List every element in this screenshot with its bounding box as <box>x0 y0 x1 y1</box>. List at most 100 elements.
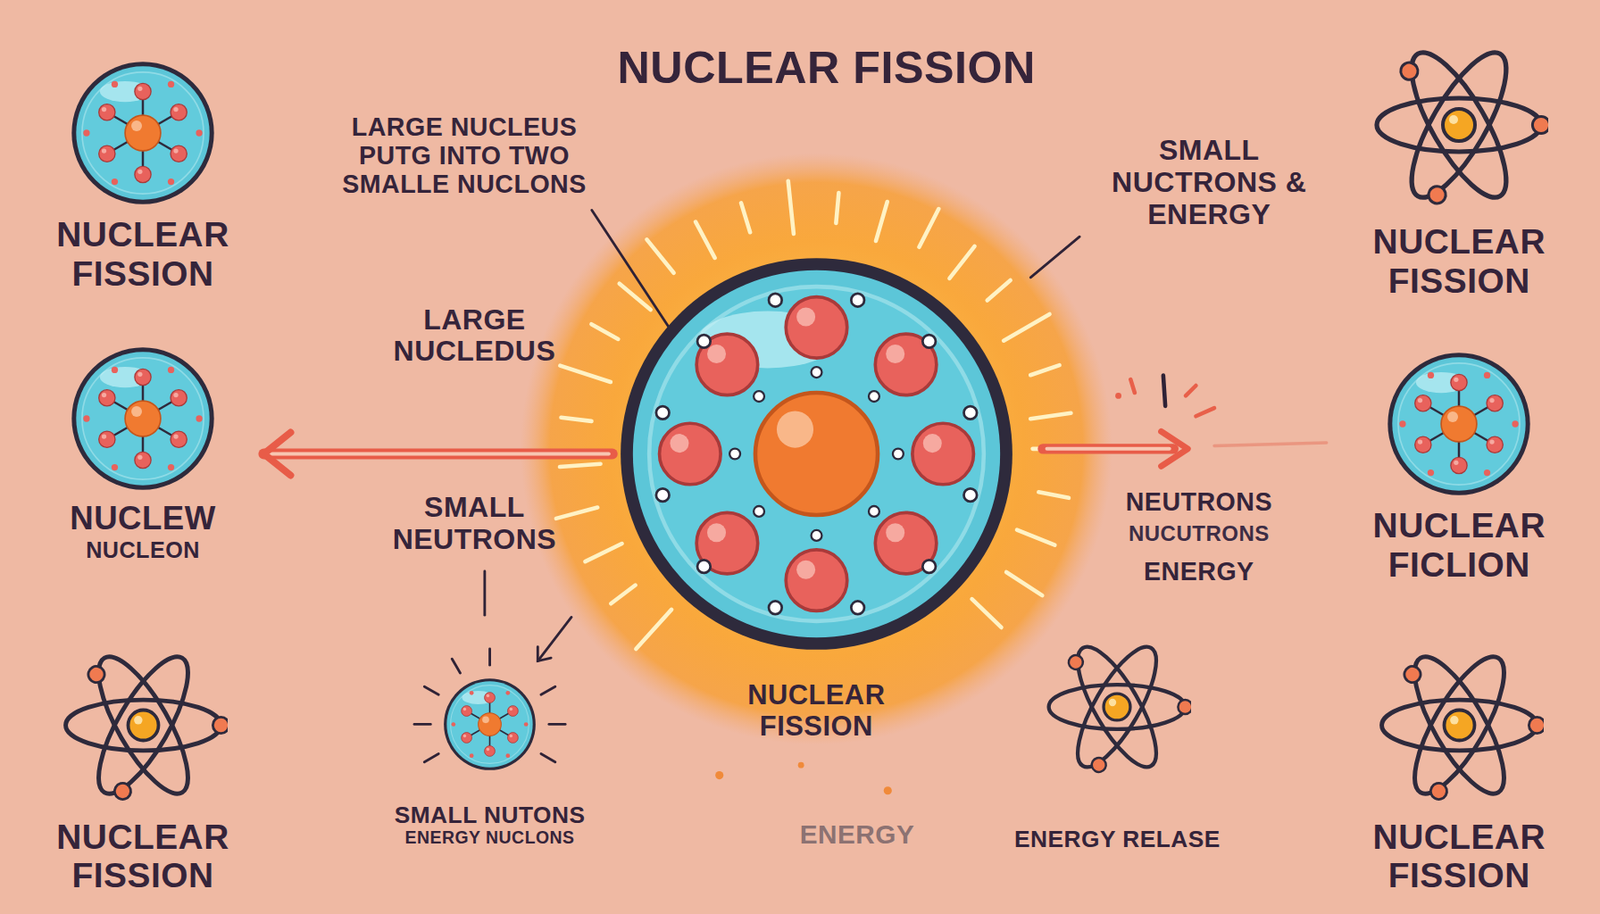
art-shape <box>1415 395 1432 412</box>
callout-label: ENERGY <box>775 819 940 850</box>
art-shape <box>414 723 431 726</box>
art-shape <box>1375 641 1544 810</box>
art-shape <box>508 732 519 743</box>
art-shape <box>1427 372 1434 379</box>
art-shape <box>1003 314 1050 342</box>
nucleus-node: NUCLEWNUCLEON <box>25 344 261 563</box>
art-shape <box>82 645 204 806</box>
art-shape <box>1450 716 1459 725</box>
art-shape <box>451 658 460 674</box>
art-shape <box>1394 40 1524 209</box>
art-shape <box>741 202 750 233</box>
art-shape <box>1392 357 1526 491</box>
art-shape <box>1064 636 1171 777</box>
art-shape <box>82 72 204 194</box>
art-shape <box>111 780 134 803</box>
art-shape <box>810 530 822 542</box>
art-shape <box>1381 700 1537 751</box>
art-shape <box>1376 98 1542 152</box>
atom-icon <box>1375 641 1544 810</box>
art-shape <box>868 506 880 517</box>
art-shape <box>1089 755 1109 775</box>
art-shape <box>1108 698 1117 706</box>
art-shape <box>1038 491 1069 499</box>
art-shape <box>1427 780 1450 803</box>
art-shape <box>696 333 759 396</box>
art-shape <box>137 455 142 460</box>
art-shape <box>1417 398 1423 403</box>
right-arrow <box>1042 431 1327 467</box>
art-shape <box>167 464 175 471</box>
art-shape <box>1042 633 1192 782</box>
art-shape <box>71 62 214 205</box>
art-shape <box>635 609 672 650</box>
art-shape <box>83 416 90 423</box>
node-label: NUCLEW <box>25 500 261 538</box>
art-shape <box>972 599 1002 628</box>
atom-node: ENERGY RELASE <box>984 633 1250 854</box>
callout-label: NUCUTRONS <box>1086 522 1311 547</box>
sparks <box>1115 375 1215 417</box>
art-shape <box>58 641 228 810</box>
nucleus-node: SMALL NUTONSENERGY NUCLONS <box>357 676 623 849</box>
callout-label: ENERGY <box>1086 557 1311 586</box>
node-label: NUCLEAR FISSION <box>1341 817 1577 896</box>
art-shape <box>483 571 486 616</box>
art-shape <box>785 550 848 612</box>
art-shape <box>922 334 936 349</box>
art-shape <box>922 559 936 574</box>
art-shape <box>1483 469 1491 476</box>
art-shape <box>885 523 905 542</box>
node-label: NUCLEAR FICLION <box>1341 506 1577 584</box>
art-shape <box>729 449 741 460</box>
art-shape <box>167 178 175 185</box>
callout-label: LARGE NUCLEDUS <box>372 304 577 369</box>
art-shape <box>868 391 880 402</box>
art-shape <box>266 452 609 457</box>
art-shape <box>1384 350 1534 499</box>
node-label: ENERGY RELASE <box>984 826 1250 853</box>
nucleus-icon <box>612 250 1021 659</box>
arrow-connector <box>263 433 612 476</box>
art-shape <box>131 406 142 417</box>
art-shape <box>1528 716 1544 734</box>
atom-node: NUCLEAR FISSION <box>1341 641 1577 896</box>
art-shape <box>75 352 209 486</box>
art-shape <box>610 585 635 605</box>
art-shape <box>768 600 783 615</box>
art-shape <box>173 107 178 112</box>
art-shape <box>263 433 291 476</box>
art-shape <box>195 130 202 137</box>
art-shape <box>127 709 159 741</box>
art-shape <box>696 512 759 575</box>
art-shape <box>133 716 142 725</box>
art-shape <box>1450 457 1467 474</box>
art-shape <box>1486 436 1503 453</box>
art-shape <box>892 449 904 460</box>
art-shape <box>796 560 816 580</box>
art-shape <box>1030 236 1080 278</box>
art-shape <box>1030 365 1059 375</box>
art-shape <box>1388 352 1531 495</box>
art-shape <box>99 145 116 162</box>
art-shape <box>1030 413 1071 419</box>
node-label: SMALL NUTONS <box>357 802 623 829</box>
art-shape <box>469 753 475 759</box>
art-shape <box>1427 469 1434 476</box>
art-shape <box>835 192 839 224</box>
art-shape <box>1042 443 1174 454</box>
art-shape <box>75 66 209 200</box>
art-shape <box>776 411 814 449</box>
art-shape <box>484 745 496 757</box>
art-shape <box>101 434 107 440</box>
art-shape <box>850 293 865 308</box>
node-label: NUCLEAR FISSION <box>1341 222 1577 300</box>
art-shape <box>484 691 496 703</box>
art-shape <box>195 416 202 423</box>
art-shape <box>1049 684 1186 730</box>
art-shape <box>697 559 711 574</box>
art-shape <box>173 149 178 154</box>
art-shape <box>462 691 495 705</box>
art-shape <box>619 283 651 310</box>
atom-node: NUCLEAR FISSION <box>25 641 261 896</box>
